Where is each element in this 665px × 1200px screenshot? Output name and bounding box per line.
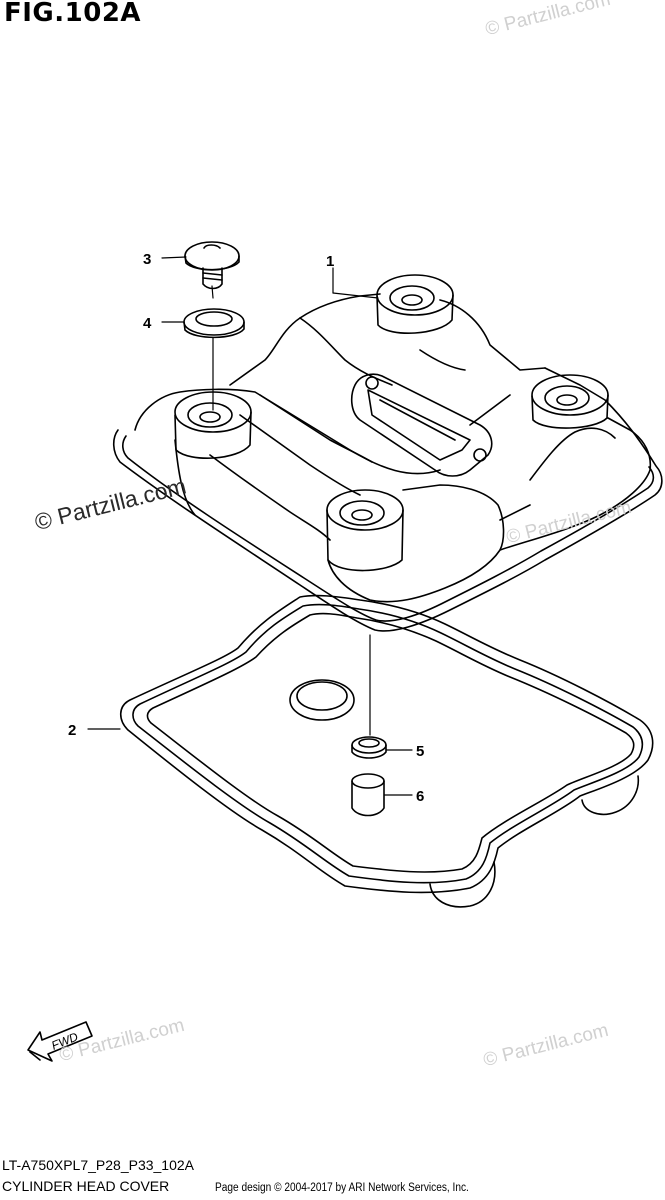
figure-code: LT-A750XPL7_P28_P33_102A bbox=[2, 1157, 195, 1173]
cylinder-head-cover-part bbox=[112, 274, 663, 632]
figure-name: CYLINDER HEAD COVER bbox=[2, 1178, 170, 1194]
oil-seal-part bbox=[351, 736, 387, 759]
fwd-arrow-icon bbox=[27, 1021, 93, 1062]
bolt-part bbox=[184, 241, 240, 290]
page-credit: Page design © 2004-2017 by ARI Network S… bbox=[215, 1182, 469, 1194]
callout-2: 2 bbox=[68, 722, 76, 739]
callout-1: 1 bbox=[326, 253, 334, 270]
gasket-part bbox=[119, 594, 654, 908]
figure-title: FIG.102A bbox=[4, 0, 142, 28]
dowel-pin-part bbox=[351, 773, 385, 817]
callout-4: 4 bbox=[143, 315, 152, 332]
washer-part bbox=[183, 308, 245, 339]
callout-5: 5 bbox=[416, 743, 424, 760]
leader-lines bbox=[87, 256, 413, 796]
fwd-label: FWD bbox=[49, 1029, 80, 1052]
callout-3: 3 bbox=[143, 251, 151, 268]
callout-6: 6 bbox=[416, 788, 424, 805]
